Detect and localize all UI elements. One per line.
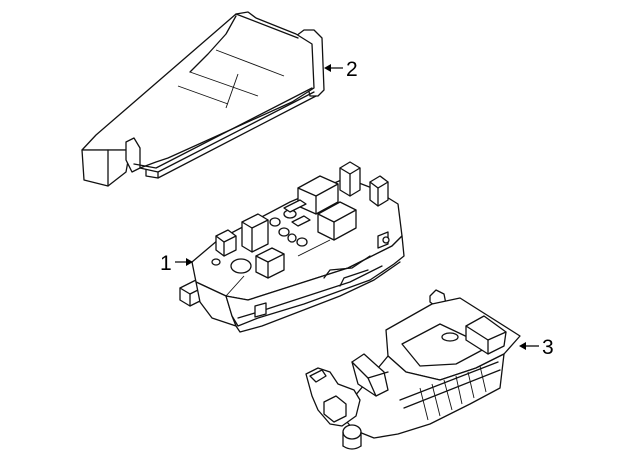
part-3-bracket (305, 289, 521, 450)
callout-3-arrowhead (519, 342, 526, 350)
callout-2-arrowhead (324, 64, 331, 72)
part-2-cover (81, 11, 325, 187)
callout-3-label: 3 (542, 336, 554, 359)
callout-3: 3 (519, 336, 554, 359)
callout-2: 2 (324, 58, 358, 81)
callout-2-label: 2 (346, 58, 358, 81)
callout-1-label: 1 (160, 252, 172, 275)
part-1-fuse-box (179, 161, 405, 333)
callout-1: 1 (160, 252, 193, 275)
callout-1-arrowhead (186, 258, 193, 266)
